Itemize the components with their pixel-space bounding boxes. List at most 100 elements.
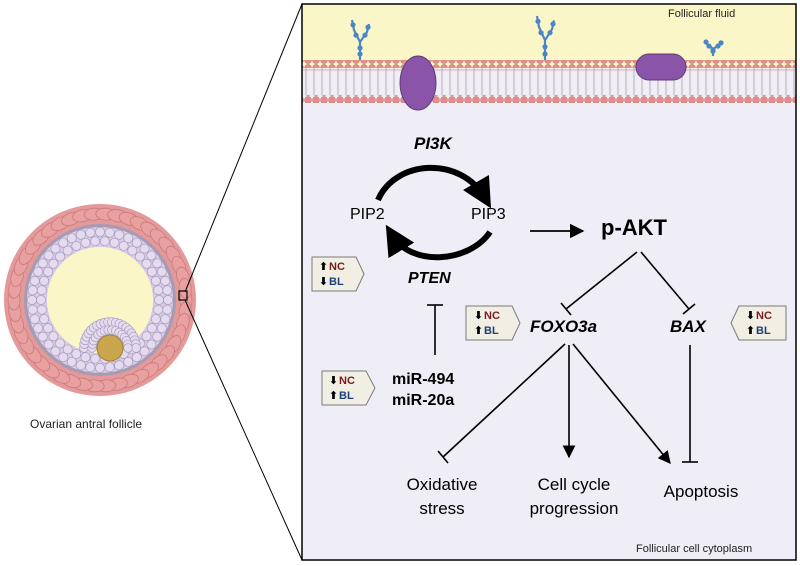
nc-label: NC	[329, 261, 345, 273]
foxo3a-inhibits-oxidative-stress	[437, 343, 566, 464]
granulosa-cell	[146, 250, 157, 261]
granulosa-cell	[55, 251, 65, 262]
pakt-inhibits-bax	[640, 251, 696, 315]
bl-label: BL	[329, 276, 344, 288]
granulosa-cell	[55, 338, 65, 349]
granulosa-cell	[123, 356, 134, 367]
granulosa-cell	[71, 349, 82, 359]
cumulus-cell	[123, 343, 133, 353]
oocyte	[96, 334, 124, 362]
glycan-bead	[703, 39, 709, 45]
granulosa-cell	[39, 314, 50, 325]
glycan-bead	[542, 51, 548, 57]
badge-bax: ⬇NC ⬆BL	[745, 309, 783, 343]
granulosa-cell	[75, 360, 86, 371]
glycan-bead	[547, 30, 553, 36]
granulosa-cell	[95, 363, 105, 373]
granulosa-cell	[150, 275, 161, 286]
pten-cycle-arrow-bottom	[385, 224, 493, 261]
granulosa-cell	[33, 323, 44, 334]
granulosa-cell	[37, 258, 48, 269]
granulosa-cell	[48, 331, 59, 342]
pi3k-cycle-arrow-top	[375, 164, 492, 209]
down-arrow-icon: ⬇	[328, 375, 339, 387]
zoom-line-top	[184, 3, 303, 293]
granulosa-cell	[114, 360, 125, 371]
cell-cycle-label: Cell cycle progression	[529, 475, 619, 518]
up-arrow-icon: ⬆	[473, 325, 484, 337]
badge-shape-foxo3a	[465, 305, 521, 341]
granulosa-cell	[118, 241, 129, 251]
nc-label: NC	[339, 375, 355, 387]
granulosa-cell	[71, 241, 82, 251]
granulosa-cell	[135, 251, 145, 262]
badge-foxo3a: ⬇NC ⬆BL	[473, 309, 511, 343]
membrane-protein-small	[635, 53, 687, 81]
glycan-bead	[718, 40, 724, 46]
up-arrow-icon: ⬆	[318, 261, 329, 273]
glycan-chains	[350, 15, 724, 60]
granulosa-cell	[141, 258, 152, 269]
granulosa-cell	[75, 229, 86, 240]
granulosa-cell	[62, 344, 73, 355]
granulosa-cell	[152, 258, 163, 269]
granulosa-cell	[127, 245, 138, 256]
granulosa-cell	[29, 314, 40, 325]
granulosa-cell	[90, 236, 101, 247]
granulosa-cell	[99, 236, 110, 247]
granulosa-cell	[156, 266, 167, 277]
granulosa-cell	[153, 285, 164, 296]
granulosa-cell	[90, 353, 101, 364]
granulosa-cell	[153, 304, 164, 315]
bl-label: BL	[339, 390, 354, 402]
cell-panel	[302, 4, 796, 560]
granulosa-cell	[43, 323, 54, 334]
granulosa-cell	[80, 352, 91, 363]
granulosa-cell	[85, 227, 96, 238]
granulosa-cell	[66, 356, 77, 367]
granulosa-cell	[162, 285, 173, 296]
glycan-bead	[357, 45, 363, 51]
zoom-line-bottom	[184, 299, 303, 561]
glycan-bead	[353, 32, 359, 38]
granulosa-cell	[80, 237, 91, 248]
granulosa-cell	[152, 331, 163, 342]
oxidative-stress-label: Oxidative stress	[406, 475, 478, 518]
granulosa-cell	[58, 237, 69, 248]
granulosa-cell	[36, 295, 46, 305]
badge-shape-pten	[311, 256, 365, 292]
granulosa-cell	[146, 266, 157, 277]
glycan-bead	[538, 30, 544, 36]
foxo3a-to-apoptosis-arrow	[572, 343, 671, 464]
follicular-fluid-label: Follicular fluid	[668, 8, 736, 20]
glycan-bead	[365, 24, 371, 30]
granulosa-cell	[162, 304, 173, 315]
pakt-label: p-AKT	[601, 215, 667, 240]
granulosa-cell	[104, 227, 115, 238]
granulosa-cell	[146, 323, 157, 334]
granulosa-cell	[48, 258, 59, 269]
granulosa-cell	[154, 295, 164, 305]
granulosa-cell	[95, 227, 105, 237]
up-arrow-icon: ⬆	[745, 325, 756, 337]
granulosa-cell	[36, 304, 47, 315]
panel-border	[301, 3, 797, 561]
bl-label: BL	[756, 325, 771, 337]
pakt-inhibits-foxo3a	[560, 251, 638, 316]
apoptosis-label: Apoptosis	[663, 482, 739, 501]
membrane-protein-large	[399, 55, 437, 111]
glycan-bead	[350, 22, 356, 28]
glycan-bead	[550, 21, 556, 27]
badge-shape-mir	[321, 370, 376, 406]
granulosa-cell	[109, 237, 120, 248]
granulosa-cell	[58, 352, 69, 363]
badge-pten: ⬆NC ⬇BL	[318, 260, 356, 294]
glycan-bead	[710, 48, 716, 54]
granulosa-cell	[39, 275, 50, 286]
follicle-caption: Ovarian antral follicle	[30, 417, 143, 431]
glycan-bead	[542, 44, 548, 50]
zoom-box	[178, 290, 188, 301]
granulosa-cell	[50, 346, 61, 357]
granulosa-cell	[36, 285, 47, 296]
